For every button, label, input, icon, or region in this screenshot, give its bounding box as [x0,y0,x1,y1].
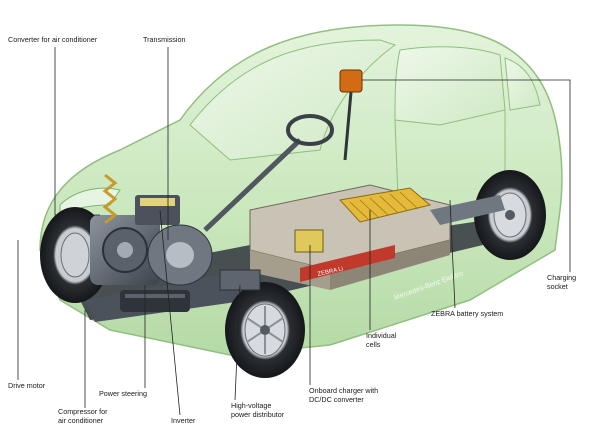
label-inverter: Inverter [171,416,196,425]
transmission-unit [147,224,213,286]
label-converter-air-conditioner: Converter for air conditioner [8,35,98,44]
label-power-steering: Power steering [99,389,147,398]
leader-charging-socket [362,79,571,272]
onboard-charger-unit [294,229,324,253]
leader-zebra [449,199,456,309]
drive-motor [90,215,160,285]
steering-assembly [203,114,334,232]
label-transmission: Transmission [143,35,186,44]
compressor-unit [120,290,190,312]
leader-lines [17,47,571,416]
battery-tag-text: ZEBRA Li [317,266,344,278]
charging-socket-unit [339,69,363,161]
spring-strut [102,173,118,225]
leader-converter-ac [54,47,100,216]
label-charging-socket: Charging socket [547,273,577,291]
label-zebra-battery-system: ZEBRA battery system [431,309,504,318]
rear-suspension [430,195,505,225]
leader-hv-distributor [234,284,241,401]
label-compressor-air-conditioner: Compressor for air conditioner [58,407,108,425]
label-onboard-charger: Onboard charger with DC/DC converter [309,386,379,404]
leader-inverter [159,209,181,416]
front-near-wheel [225,282,305,378]
inverter-unit [135,195,180,225]
label-individual-cells: Individual cells [366,331,397,349]
label-high-voltage-distributor: High-voltage power distributor [231,401,285,419]
rear-wheel [474,170,546,260]
label-drive-motor: Drive motor [8,381,46,390]
